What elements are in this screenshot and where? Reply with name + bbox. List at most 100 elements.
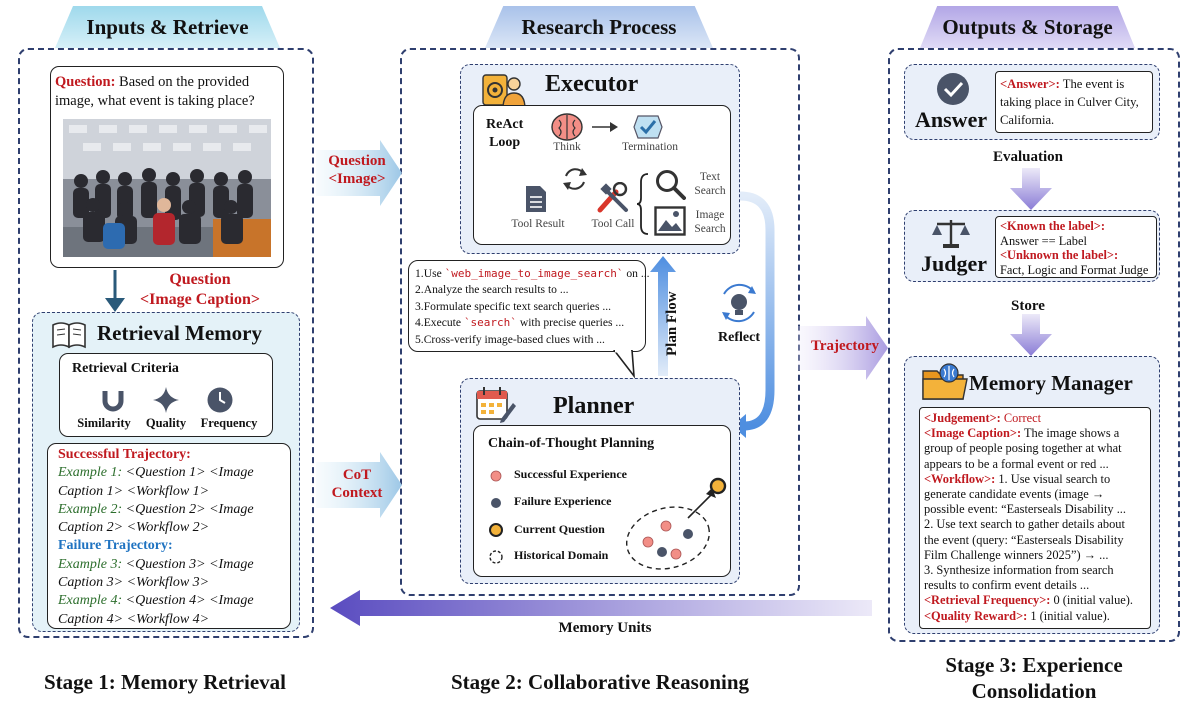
workflow-tag: <Workflow>:: [924, 471, 996, 486]
judger-title: Judger: [921, 251, 987, 276]
question-label: Question:: [55, 74, 116, 90]
failure-trajectory-title: Failure Trajectory:: [58, 538, 173, 554]
sparkle-icon: [153, 387, 179, 413]
answer-text: The event is: [1059, 77, 1125, 91]
arrow-cot-context: [316, 452, 402, 518]
memory-manager-title: Memory Manager: [969, 371, 1133, 395]
plan-step-1: 1.Use `web_image_to_image_search` on ...: [415, 267, 650, 280]
loop-label: Loop: [489, 135, 521, 150]
example-text: <Question 2> <Image: [125, 501, 254, 517]
known-label-tag: <Known the label>:: [1000, 219, 1105, 233]
legend-successful-label: Successful Experience: [514, 467, 627, 481]
question-box: Question: Based on the provided image, w…: [50, 66, 284, 268]
image-caption-tag: <Image Caption>:: [924, 426, 1022, 441]
example-text: Caption 1> <Workflow 1>: [58, 483, 210, 499]
example-label: Example 3:: [58, 556, 123, 572]
answer-text: taking place in Culver City,: [1000, 95, 1139, 109]
quality-reward-tag: <Quality Reward>:: [924, 608, 1028, 623]
plan-flow-label: Plan Flow: [664, 291, 680, 356]
termination-label: Termination: [621, 141, 679, 153]
workflow-text: 1. Use visual search to: [995, 471, 1111, 486]
answer-tag: <Answer>:: [1000, 77, 1060, 91]
judgement-tag: <Judgement>:: [924, 411, 1001, 425]
stage-1-label: Stage 1: Memory Retrieval: [44, 670, 286, 694]
domain-scatter: [625, 477, 727, 570]
arrow-question-image: [316, 140, 402, 206]
criteria-frequency: Frequency: [200, 416, 258, 430]
example-text: Caption 4> <Workflow 4>: [58, 611, 210, 627]
legend-failure-label: Failure Experience: [514, 494, 612, 508]
plan-steps-bubble: 1.Use `web_image_to_image_search` on ...…: [408, 260, 650, 352]
calendar-pen-icon: [476, 387, 516, 423]
cot-planning-title: Chain-of-Thought Planning: [488, 436, 655, 451]
example-label: Example 1:: [58, 465, 123, 481]
workflow-text: results to confirm event details ...: [924, 578, 1090, 593]
memory-record-box: <Judgement>: Correct <Image Caption>: Th…: [919, 407, 1151, 629]
right-arrow-icon: [592, 122, 618, 132]
executor-panel: Executor ReAct Loop Think Termination: [460, 64, 740, 254]
arrow-trajectory: [798, 316, 888, 380]
tab-outputs-storage: Outputs & Storage: [920, 6, 1135, 48]
legend-domain-marker: [489, 550, 503, 564]
arrow-memory-units: [330, 590, 872, 626]
react-label: ReAct: [486, 117, 524, 132]
retrieval-frequency-value: 0 (initial value).: [1050, 593, 1133, 608]
memory-manager-panel: Memory Manager <Judgement>: Correct <Ima…: [904, 356, 1160, 634]
example-label: Example 2:: [58, 501, 123, 517]
image-caption-text: The image shows a: [1021, 426, 1120, 441]
plan-step-2: 2.Analyze the search results to ...: [415, 283, 569, 297]
brace-icon: [636, 173, 649, 235]
quality-reward-value: 1 (initial value).: [1027, 608, 1110, 623]
criteria-similarity: Similarity: [77, 416, 131, 430]
arrow-label-memory-units: Memory Units: [558, 620, 652, 636]
answer-title: Answer: [915, 107, 988, 132]
cycle-icon: [563, 168, 587, 190]
judger-panel: Judger <Known the label>: Answer == Labe…: [904, 210, 1160, 282]
panel-outputs: [888, 48, 1180, 642]
retrieval-criteria-box: Retrieval Criteria Similarity Quality Fr…: [59, 353, 273, 437]
magnet-icon: [102, 391, 124, 412]
clock-icon: [207, 387, 233, 413]
panel-research: [400, 48, 800, 596]
stage-2-label: Stage 2: Collaborative Reasoning: [450, 670, 750, 694]
workflow-text: generate candidate events (image →: [924, 487, 1105, 502]
brain-icon: [551, 113, 583, 141]
arrow-label-cot: CoT: [342, 467, 372, 483]
reflect-icon: [722, 283, 756, 323]
legend-failure-marker: [491, 498, 501, 508]
successful-trajectory-title: Successful Trajectory:: [58, 447, 191, 462]
image-icon: [654, 206, 686, 236]
arrow-label-context: Context: [331, 485, 383, 501]
react-loop-box: ReAct Loop Think Termination Tool Result: [473, 105, 731, 245]
example-text: <Question 4> <Image: [125, 593, 254, 609]
image-caption-text: appears to be a formal event or red ...: [924, 456, 1109, 471]
think-label: Think: [553, 141, 581, 153]
cot-planning-box: Chain-of-Thought Planning Successful Exp…: [473, 425, 731, 577]
retrieval-memory-panel: Retrieval Memory Retrieval Criteria Simi…: [32, 312, 300, 632]
plan-step-5: 5.Cross-verify image-based clues with ..…: [415, 332, 605, 346]
arrow-store: [1010, 314, 1052, 356]
judgement-value: Correct: [1000, 411, 1042, 425]
arrow-label-question: Question: [169, 271, 231, 288]
tab-inputs-retrieve: Inputs & Retrieve: [55, 6, 280, 48]
plan-flow-arrow: [650, 256, 676, 376]
text-search-label-1: Text: [699, 171, 721, 183]
executor-title: Executor: [545, 71, 639, 97]
arrow-label-image: <Image>: [328, 171, 386, 187]
book-icon: [52, 322, 86, 349]
example-text: <Question 3> <Image: [125, 556, 254, 572]
answer-box: <Answer>: The event is taking place in C…: [995, 71, 1153, 133]
planner-panel: Planner Chain-of-Thought Planning Succes…: [460, 378, 740, 584]
legend-domain-label: Historical Domain: [514, 548, 609, 562]
arrow-label-image-caption: <Image Caption>: [139, 291, 260, 308]
example-text: Caption 2> <Workflow 2>: [58, 520, 210, 536]
image-search-label-2: Search: [694, 223, 726, 235]
reflect-label: Reflect: [718, 330, 760, 345]
folder-brain-icon: [922, 363, 968, 400]
legend-current-marker: [489, 523, 503, 537]
retrieval-frequency-tag: <Retrieval Frequency>:: [924, 593, 1051, 608]
arrow-evaluation: [1010, 168, 1052, 210]
answer-text: California.: [1000, 113, 1055, 127]
search-icon: [656, 170, 686, 200]
tools-icon: [597, 182, 628, 213]
